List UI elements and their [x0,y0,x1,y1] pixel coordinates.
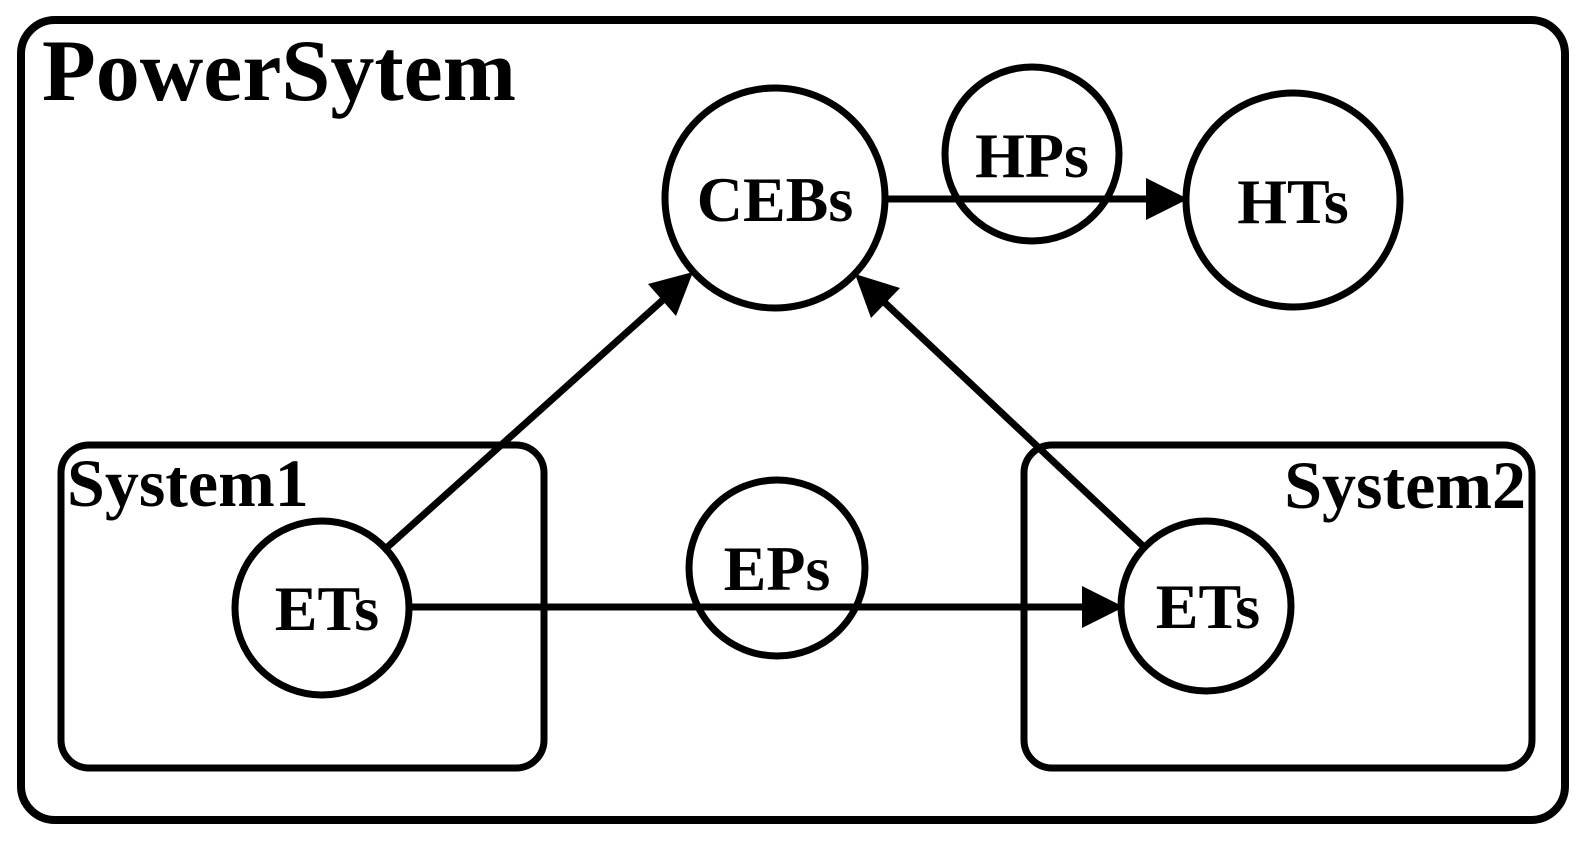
node-ets-system2-label: ETs [1156,571,1260,642]
edge-ets1-cebs-line [380,296,667,554]
system2-label: System2 [1284,447,1526,523]
power-system-container [17,16,1569,824]
edge-ets2-cebs-arrowhead [855,274,900,318]
diagram-title: PowerSytem [42,23,516,120]
node-ets-system1-label: ETs [275,573,379,644]
node-cebs-label: CEBs [697,164,854,235]
edge-ets2-cebs-line [880,298,1146,549]
edge-cebs-hts-arrowhead [1146,178,1188,220]
edge-ets1-ets2-arrowhead [1082,586,1124,628]
node-eps-label: EPs [724,533,831,604]
node-hps-label: HPs [975,120,1089,191]
edge-ets1-cebs-arrowhead [648,272,693,316]
node-eps-circle [685,476,869,660]
system1-label: System1 [67,445,309,521]
node-hts-label: HTs [1237,166,1349,237]
